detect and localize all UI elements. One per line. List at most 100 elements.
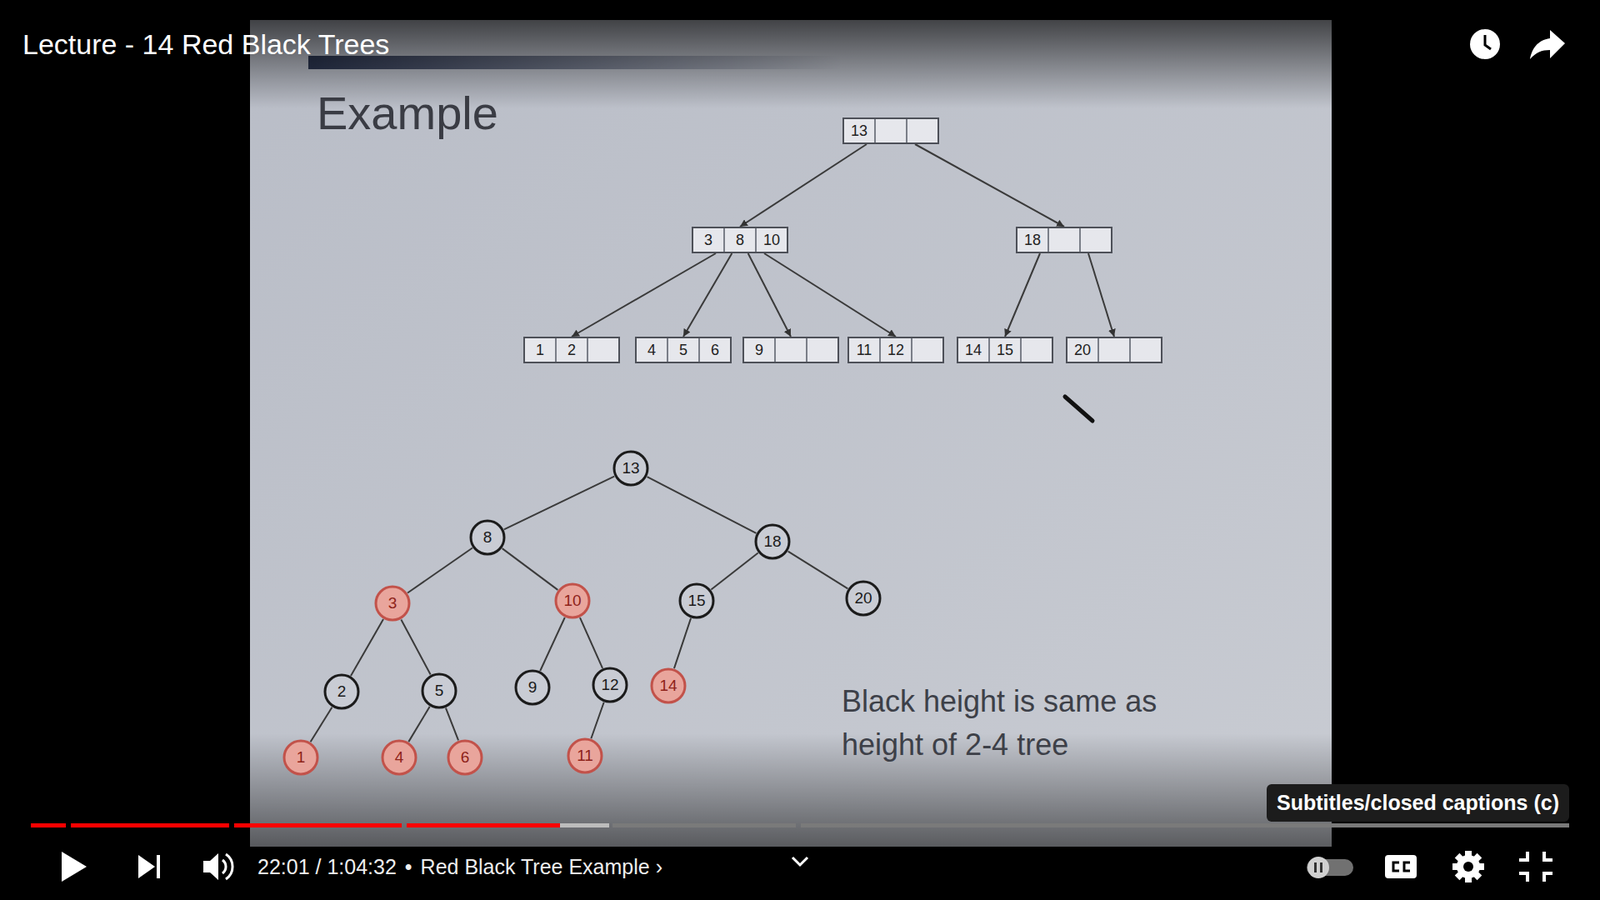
rb-link [400,619,430,675]
node-key: 13 [621,460,640,477]
circle-shape [375,586,410,620]
circle-shape [325,675,359,709]
circle-shape [448,740,482,775]
tree-node-box: 9 [742,336,840,364]
circle-shape [568,739,602,773]
node-key: 14 [659,677,677,695]
black-node-circle: 15 [678,582,715,620]
circle-shape [593,668,627,702]
key-slot: 8 [725,228,757,252]
rb-link [647,476,757,534]
node-key: 8 [483,529,493,546]
key-slot: 2 [556,338,589,362]
play-icon [61,851,87,882]
key-slot: 9 [744,338,776,362]
note-text: Black height is same as height of 2-4 tr… [841,680,1242,767]
empty-slot [1049,228,1081,252]
empty-slot [1021,338,1052,362]
tree-node-box: 1415 [956,336,1054,364]
rb-link [590,702,604,740]
rb-link [710,553,758,590]
chapter-title: Red Black Tree Example › [420,855,663,880]
key-slot: 5 [668,338,700,362]
empty-slot [807,338,838,362]
empty-slot [1080,228,1111,252]
tooltip-text: Subtitles/closed captions (c) [1266,784,1570,822]
red-node-circle: 4 [380,739,418,776]
rb-link [407,548,473,594]
volume-icon [203,853,233,880]
tree-node-box: 20 [1065,336,1163,364]
autoplay-toggle [1306,856,1354,879]
key-slot: 14 [958,338,990,362]
circle-shape [680,584,714,618]
separator-dot: • [405,855,413,880]
rb-link [445,708,459,741]
settings-icon [1452,850,1485,883]
tree-link [571,253,716,337]
node-key: 15 [687,592,705,610]
empty-slot [588,338,619,362]
node-key: 5 [435,682,445,700]
watch-later-icon [1470,29,1500,60]
red-node-circle: 10 [554,582,591,620]
black-node-circle: 2 [323,673,360,710]
red-node-circle: 3 [374,585,411,622]
tree-link [683,253,732,337]
tree-node-box: 18 [1015,226,1113,254]
next-icon [138,855,160,879]
key-slot: 13 [844,119,876,143]
tree-node-box: 456 [635,336,732,364]
black-node-circle: 9 [514,669,551,706]
video-title: Lecture - 14 Red Black Trees [22,28,390,61]
key-slot: 11 [849,338,881,362]
empty-slot [875,119,908,143]
slide-background [250,20,1332,847]
empty-slot [907,119,938,143]
red-node-circle: 1 [282,739,320,776]
node-key: 3 [388,595,398,612]
key-slot: 10 [756,228,787,252]
rb-link [310,707,333,743]
black-node-circle: 12 [591,666,629,704]
circle-shape [846,581,880,615]
bottom-shade [0,733,1600,900]
key-slot: 4 [636,338,669,362]
circle-shape [382,740,416,775]
key-slot: 20 [1067,338,1100,362]
node-key: 1 [296,749,306,766]
circle-shape [651,669,685,703]
rb-link [674,618,691,669]
empty-slot [1099,338,1131,362]
rb-link [580,617,603,669]
black-node-circle: 20 [845,580,882,617]
rb-link [540,617,565,671]
circle-shape [422,674,456,708]
key-slot: 6 [700,338,730,362]
circle-shape [515,670,550,705]
rb-link [504,476,615,530]
share-icon [1530,30,1565,60]
slide-title: Example [316,85,499,140]
pen-cursor [1065,396,1093,421]
empty-slot [912,338,943,362]
red-node-circle: 6 [446,739,484,776]
red-node-circle: 11 [566,737,604,775]
black-node-circle: 5 [420,672,458,710]
node-key: 18 [763,533,781,550]
node-key: 11 [576,747,594,765]
node-key: 4 [395,749,405,766]
tree-node-box: 1112 [847,336,945,364]
node-key: 20 [854,590,872,607]
empty-slot [775,338,808,362]
tree-link [915,144,1065,227]
top-shade [0,0,1600,109]
tree-node-box: 12 [523,336,620,364]
tree-node-box: 3810 [691,226,789,254]
chevron-icon [792,857,808,865]
rb-link [788,551,849,590]
key-slot: 3 [693,228,725,252]
circle-shape [614,451,648,485]
